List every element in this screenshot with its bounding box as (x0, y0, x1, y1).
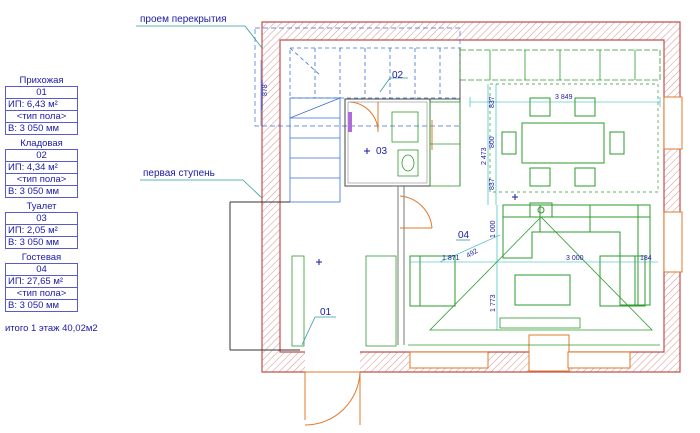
room-area: ИП: 6,43 м² (6, 98, 77, 110)
room-height: В: 3 050 мм (6, 122, 77, 134)
tag-02: 02 (392, 70, 404, 81)
room-height: В: 3 050 мм (6, 185, 77, 197)
room-number: 03 (36, 213, 47, 224)
dim-3849: 3 849 (555, 94, 573, 101)
first-step-label: первая ступень (143, 168, 215, 179)
dim-1773: 1 773 (490, 294, 497, 312)
windows (409, 96, 683, 372)
room-name: Прихожая (19, 75, 64, 86)
room-floor-type: <тип пола> (6, 287, 77, 299)
room-legend: Прихожая 01 ИП: 6,43 м² <тип пола> В: 3 … (5, 75, 78, 315)
leader-lines (136, 25, 470, 346)
room-name: Гостевая (21, 252, 62, 263)
dimension-texts: 3 849 837 2 473 800 837 1 000 1 871 492 … (262, 84, 652, 312)
dim-3000: 3 000 (566, 255, 584, 262)
room-floor-type: <тип пола> (6, 110, 77, 122)
room-markers (316, 148, 518, 265)
room-box: 03 ИП: 2,05 м² В: 3 050 мм (5, 212, 78, 249)
dim-184: 184 (640, 255, 652, 262)
slab-opening-outline (254, 27, 461, 127)
room-number: 01 (36, 87, 47, 98)
legend-room-hall: Прихожая 01 ИП: 6,43 м² <тип пола> В: 3 … (5, 75, 78, 135)
room-height: В: 3 050 мм (6, 299, 77, 311)
tag-03: 03 (376, 146, 388, 157)
plan-room-tags: 02 03 04 01 (320, 70, 470, 318)
room-number: 02 (36, 150, 47, 161)
room-box: 02 ИП: 4,34 м² <тип пола> В: 3 050 мм (5, 149, 78, 198)
room-doors (399, 120, 433, 229)
legend-room-storage: Кладовая 02 ИП: 4,34 м² <тип пола> В: 3 … (5, 138, 78, 198)
tag-04: 04 (458, 230, 470, 241)
entrance-door (304, 350, 361, 426)
toilet-door (349, 101, 379, 132)
annotation-labels: проем перекрытия первая ступень (140, 14, 227, 179)
dim-800: 800 (489, 136, 496, 148)
room-number: 04 (36, 264, 47, 275)
staircase (289, 47, 461, 203)
dining-set (501, 97, 625, 187)
cabinets (291, 49, 661, 347)
exterior-walls (261, 21, 681, 373)
room-area: ИП: 2,05 м² (6, 224, 77, 236)
room-height: В: 3 050 мм (6, 236, 77, 248)
room-box: 01 ИП: 6,43 м² <тип пола> В: 3 050 мм (5, 86, 78, 135)
dim-492: 492 (466, 248, 480, 260)
dim-1871: 1 871 (442, 255, 460, 262)
tag-01: 01 (320, 307, 332, 318)
toilet-fixtures (348, 111, 419, 177)
dimension-lines (261, 80, 661, 330)
zone-outline (489, 83, 659, 193)
opening-label: проем перекрытия (140, 14, 227, 25)
dim-837-bottom: 837 (489, 178, 496, 190)
legend-room-living: Гостевая 04 ИП: 27,65 м² <тип пола> В: 3… (5, 252, 78, 312)
dim-878: 878 (262, 84, 269, 96)
dim-837-top: 837 (489, 96, 496, 108)
room-name: Кладовая (20, 138, 63, 149)
room-name: Туалет (26, 201, 57, 212)
room-floor-type: <тип пола> (6, 173, 77, 185)
floor-total: итого 1 этаж 40,02м2 (5, 323, 98, 334)
room-area: ИП: 27,65 м² (6, 275, 77, 287)
sofa-group (409, 202, 651, 307)
room-area: ИП: 4,34 м² (6, 161, 77, 173)
legend-room-toilet: Туалет 03 ИП: 2,05 м² В: 3 050 мм (5, 201, 78, 249)
dim-2473: 2 473 (481, 147, 488, 165)
dim-1000: 1 000 (490, 220, 497, 238)
room-box: 04 ИП: 27,65 м² <тип пола> В: 3 050 мм (5, 263, 78, 312)
tv-cone (408, 216, 660, 346)
